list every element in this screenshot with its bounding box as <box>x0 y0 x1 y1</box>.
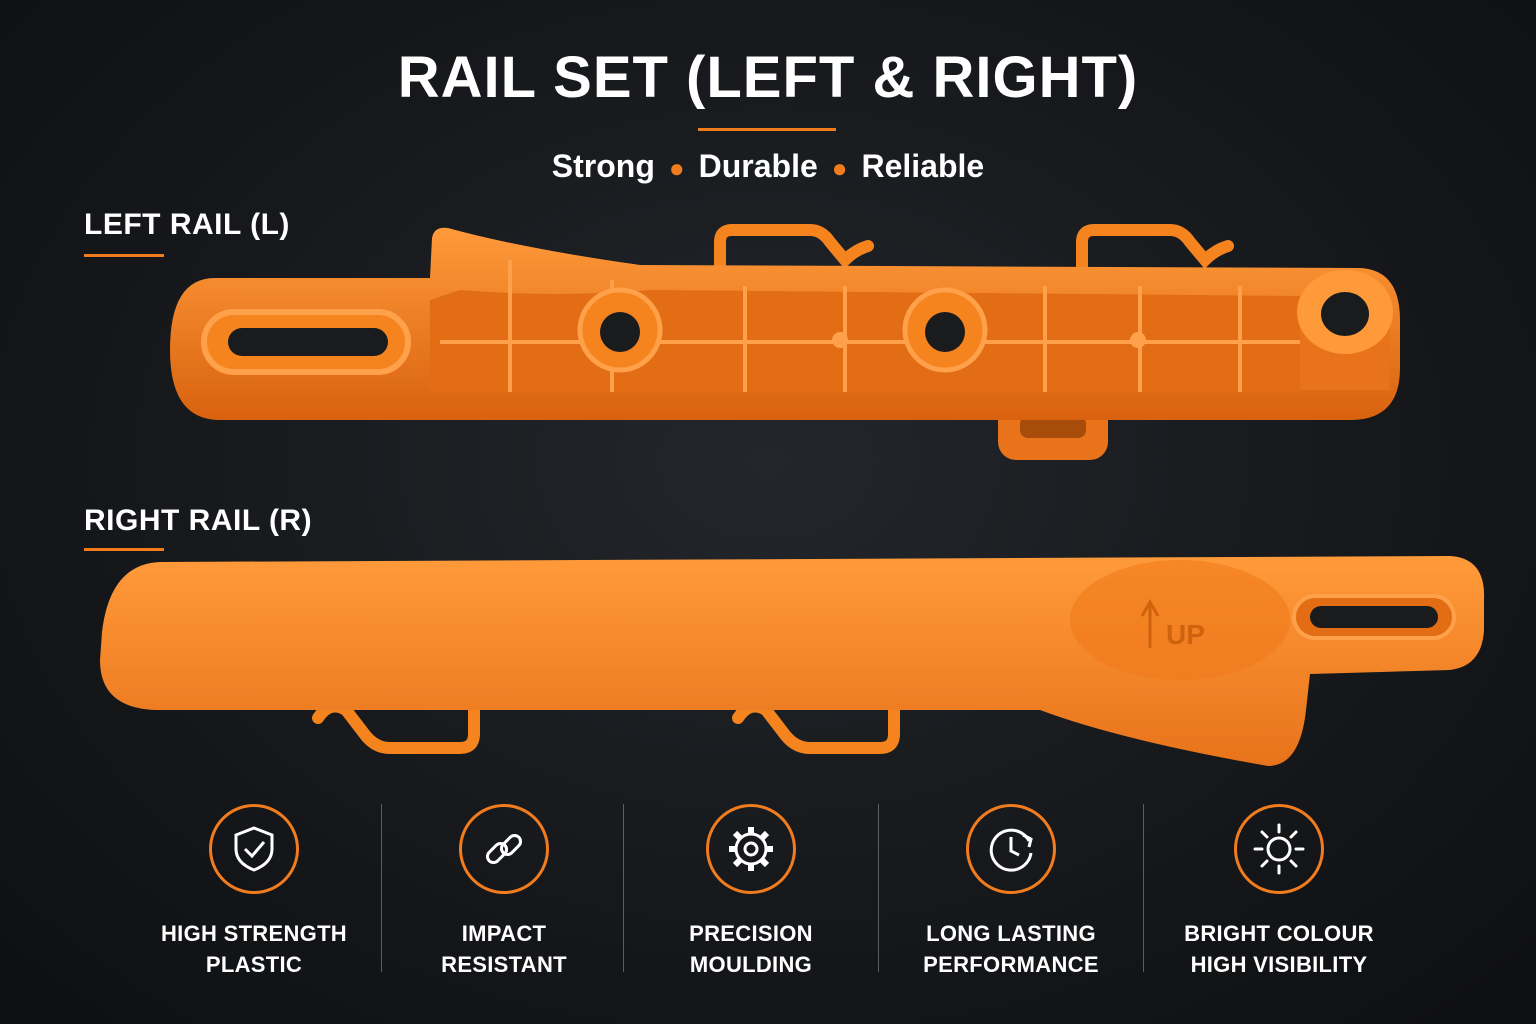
gear-icon <box>706 804 796 894</box>
feature-impact-resistant: IMPACT RESISTANT <box>384 800 624 980</box>
feature-bright-colour: BRIGHT COLOUR HIGH VISIBILITY <box>1159 800 1399 980</box>
tagline-dot: ● <box>668 153 685 183</box>
feature-line2: MOULDING <box>689 952 813 977</box>
tagline-word-strong: Strong <box>551 148 655 184</box>
sun-icon <box>1234 804 1324 894</box>
feature-line2: HIGH VISIBILITY <box>1190 952 1368 977</box>
tagline-word-durable: Durable <box>698 148 818 184</box>
feature-line1: IMPACT <box>461 921 547 946</box>
feature-line1: LONG LASTING <box>926 921 1096 946</box>
shield-check-icon <box>209 804 299 894</box>
left-rail-underline <box>84 254 164 257</box>
right-rail-underline <box>84 548 164 551</box>
feature-divider <box>381 804 382 972</box>
feature-line1: BRIGHT COLOUR <box>1184 921 1374 946</box>
right-rail-label: RIGHT RAIL (R) <box>84 504 313 537</box>
feature-divider <box>1143 804 1144 972</box>
feature-line2: PLASTIC <box>205 952 303 977</box>
feature-line2: RESISTANT <box>441 952 567 977</box>
feature-line1: HIGH STRENGTH <box>160 921 347 946</box>
tagline-word-reliable: Reliable <box>861 148 985 184</box>
right-rail-image: UP <box>100 556 1485 766</box>
feature-line2: PERFORMANCE <box>923 952 1099 977</box>
feature-divider <box>878 804 879 972</box>
title-underline <box>698 128 836 131</box>
tagline-dot: ● <box>831 153 848 183</box>
tagline: Strong ● Durable ● Reliable <box>0 148 1536 185</box>
feature-strip: HIGH STRENGTH PLASTIC IMPACT RESISTANT P… <box>0 800 1536 980</box>
feature-divider <box>623 804 624 972</box>
feature-long-lasting: LONG LASTING PERFORMANCE <box>891 800 1131 980</box>
clock-arrow-icon <box>966 804 1056 894</box>
feature-line1: PRECISION <box>689 921 813 946</box>
up-mark: UP <box>1166 619 1205 650</box>
feature-precision-moulding: PRECISION MOULDING <box>631 800 871 980</box>
chain-link-icon <box>459 804 549 894</box>
feature-high-strength: HIGH STRENGTH PLASTIC <box>134 800 374 980</box>
left-rail-image <box>170 224 1400 460</box>
left-rail-label: LEFT RAIL (L) <box>84 208 290 241</box>
page-title: RAIL SET (LEFT & RIGHT) <box>397 45 1139 110</box>
